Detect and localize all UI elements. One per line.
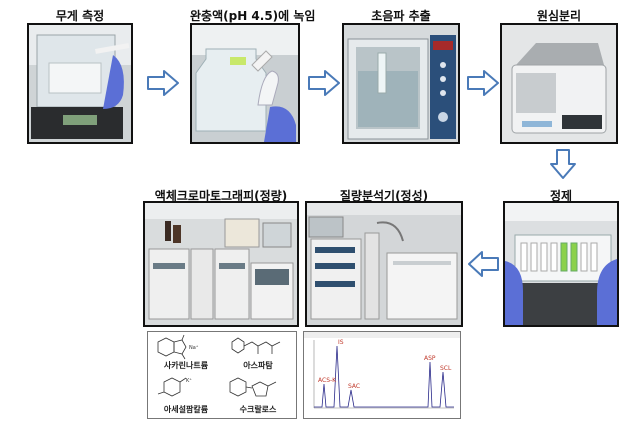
saccharin-label: 사카린나트륨 xyxy=(164,360,209,370)
chemical-structures-panel: Na⁺ K⁺ 사카린나트륨 아스파탐 아세설팜칼륨 수크랄로스 xyxy=(147,331,297,419)
peak-label-is: IS xyxy=(338,339,344,346)
acesulfame-k-structure xyxy=(157,377,187,397)
arrow-purify-to-ms xyxy=(468,251,499,277)
peak-label-acs-k: ACS-K xyxy=(318,377,337,384)
photo-purify xyxy=(503,201,619,327)
arrow-weighing-to-dissolve xyxy=(147,70,179,96)
step-label-dissolve: 완충액(pH 4.5)에 녹임 xyxy=(190,9,316,23)
sucralose-structure xyxy=(229,377,277,397)
arrow-dissolve-to-ultrasonic xyxy=(308,70,340,96)
peak-label-scl: SCL xyxy=(440,365,452,372)
svg-text:K⁺: K⁺ xyxy=(186,378,192,384)
arrow-centrifuge-to-purify xyxy=(550,149,576,179)
chromatogram-trace xyxy=(314,345,454,408)
photo-ms xyxy=(305,201,463,327)
photo-centrifuge xyxy=(500,23,618,144)
peak-label-asp: ASP xyxy=(424,355,436,362)
sucralose-label: 수크랄로스 xyxy=(240,404,277,414)
svg-text:Na⁺: Na⁺ xyxy=(189,345,199,351)
step-label-ultrasonic: 초음파 추출 xyxy=(371,9,431,23)
step-label-purify: 정제 xyxy=(549,189,573,203)
photo-lc xyxy=(143,201,299,327)
saccharin-structure xyxy=(157,334,187,360)
step-label-lc: 액체크로마토그래피(정량) xyxy=(154,189,288,203)
photo-dissolve xyxy=(190,23,300,144)
step-label-weighing: 무게 측정 xyxy=(55,9,105,23)
aspartame-label: 아스파탐 xyxy=(243,360,273,370)
peak-label-sac: SAC xyxy=(348,383,360,390)
chromatogram-panel: ACS-K IS SAC ASP SCL xyxy=(303,331,461,419)
aspartame-structure xyxy=(231,337,281,354)
photo-weighing xyxy=(27,23,133,144)
step-label-centrifuge: 원심분리 xyxy=(536,9,582,23)
step-label-ms: 질량분석기(정성) xyxy=(339,189,429,203)
acesulfame-label: 아세설팜칼륨 xyxy=(164,404,209,414)
arrow-ultrasonic-to-centrifuge xyxy=(467,70,499,96)
photo-ultrasonic xyxy=(342,23,460,144)
